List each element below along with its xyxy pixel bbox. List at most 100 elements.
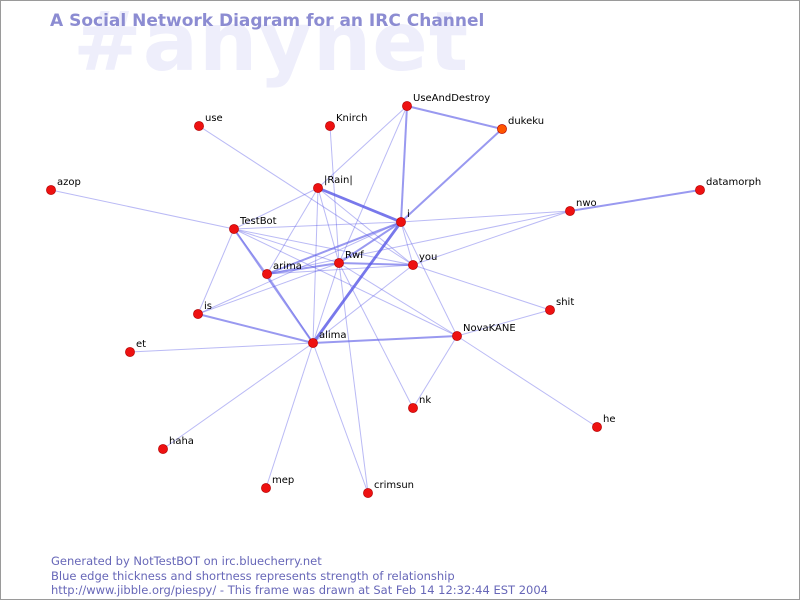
edge-i-testbot	[233, 221, 402, 230]
node-label: you	[419, 252, 437, 263]
edge-useanddestroy-rwf	[338, 105, 408, 264]
node-label: use	[205, 113, 223, 124]
node-label: dukeku	[508, 116, 544, 127]
node-label: nwo	[576, 198, 597, 209]
edge-rwf-is	[197, 262, 340, 315]
node-novakane[interactable]: NovaKANE	[452, 323, 516, 341]
node-layer: UseAndDestroy dukeku use Knirch azop |Rain| da…	[46, 93, 761, 498]
node-dot[interactable]	[334, 258, 344, 268]
node-label: crimsun	[374, 480, 414, 491]
edge-layer	[50, 105, 701, 494]
edge-you-alima	[312, 264, 414, 344]
node-azop[interactable]: azop	[46, 177, 81, 195]
edge-rwf-you	[338, 262, 414, 266]
edge-alima-haha	[162, 342, 314, 450]
node-dot[interactable]	[545, 305, 555, 315]
edge-alima-novakane	[312, 335, 458, 344]
node-you[interactable]: you	[408, 252, 437, 270]
node-dot[interactable]	[229, 224, 239, 234]
node-dot[interactable]	[402, 101, 412, 111]
edge-azop-testbot	[50, 189, 235, 230]
edge-i-is	[197, 221, 402, 315]
edge-rwf-arima	[266, 262, 340, 275]
edge-rain-alima	[312, 187, 319, 344]
node-knirch[interactable]: Knirch	[325, 113, 367, 131]
node-dot[interactable]	[695, 185, 705, 195]
node-label: Rwf	[345, 250, 364, 261]
edge-arima-you	[266, 264, 414, 275]
node-dot[interactable]	[497, 124, 507, 134]
node-use[interactable]: use	[194, 113, 223, 131]
edge-testbot-you	[233, 228, 414, 266]
edge-datamorph-nwo	[569, 189, 701, 212]
footer: Generated by NotTestBOT on irc.bluecherr…	[51, 554, 548, 598]
node-useanddestroy[interactable]: UseAndDestroy	[402, 93, 490, 111]
edge-rwf-alima	[312, 262, 340, 344]
node-dot[interactable]	[194, 121, 204, 131]
node-dot[interactable]	[261, 483, 271, 493]
node-label: et	[136, 339, 146, 350]
edge-testbot-alima	[233, 228, 314, 344]
footer-legend-note: Blue edge thickness and shortness repres…	[51, 568, 455, 583]
node-mep[interactable]: mep	[261, 475, 294, 493]
node-dot[interactable]	[313, 183, 323, 193]
edge-testbot-novakane	[233, 228, 458, 337]
edge-useanddestroy-i	[400, 105, 408, 223]
edge-novakane-shit	[456, 309, 551, 337]
node-rain[interactable]: |Rain|	[313, 175, 353, 193]
node-he[interactable]: he	[592, 414, 616, 432]
footer-url-timestamp[interactable]: http://www.jibble.org/piespy/ - This fra…	[51, 583, 548, 597]
node-label: azop	[57, 177, 81, 188]
node-rwf[interactable]: Rwf	[334, 250, 364, 268]
edge-alima-et	[129, 342, 314, 353]
edge-rain-you	[317, 187, 414, 266]
node-dot[interactable]	[408, 260, 418, 270]
node-label: Knirch	[336, 113, 367, 124]
node-nwo[interactable]: nwo	[565, 198, 597, 216]
node-dot[interactable]	[408, 403, 418, 413]
edge-novakane-he	[456, 335, 598, 428]
node-is[interactable]: is	[193, 301, 212, 319]
node-dot[interactable]	[308, 338, 318, 348]
node-nk[interactable]: nk	[408, 395, 431, 413]
node-dot[interactable]	[262, 269, 272, 279]
edge-i-alima	[311, 221, 403, 344]
node-dot[interactable]	[396, 217, 406, 227]
node-arima[interactable]: arima	[262, 261, 302, 279]
node-label: mep	[272, 475, 294, 486]
edge-dukeku-i	[400, 128, 503, 223]
node-dot[interactable]	[125, 347, 135, 357]
node-dukeku[interactable]: dukeku	[497, 116, 544, 134]
edge-rain-rwf	[317, 187, 340, 264]
node-dot[interactable]	[158, 444, 168, 454]
node-dot[interactable]	[363, 488, 373, 498]
node-i[interactable]: i	[396, 209, 410, 227]
edge-arima-alima	[266, 273, 314, 344]
node-label: is	[204, 301, 212, 312]
node-dot[interactable]	[46, 185, 56, 195]
node-dot[interactable]	[325, 121, 335, 131]
node-dot[interactable]	[592, 422, 602, 432]
edge-i-arima	[266, 221, 402, 275]
node-alima[interactable]: alima	[308, 330, 347, 348]
node-label: datamorph	[706, 177, 761, 188]
node-dot[interactable]	[452, 331, 462, 341]
node-dot[interactable]	[193, 309, 203, 319]
edge-is-alima	[197, 313, 314, 344]
node-label: alima	[319, 330, 347, 341]
node-dot[interactable]	[565, 206, 575, 216]
edge-novakane-nk	[412, 335, 458, 409]
node-shit[interactable]: shit	[545, 297, 574, 315]
node-datamorph[interactable]: datamorph	[695, 177, 761, 195]
node-et[interactable]: et	[125, 339, 146, 357]
edge-i-novakane	[400, 221, 458, 337]
edge-useanddestroy-dukeku	[406, 105, 503, 130]
edge-use-you	[198, 125, 414, 266]
edge-i-you	[400, 221, 414, 266]
edge-alima-crimsun	[312, 342, 369, 494]
node-testbot[interactable]: TestBot	[229, 216, 277, 234]
node-haha[interactable]: haha	[158, 436, 194, 454]
node-crimsun[interactable]: crimsun	[363, 480, 414, 498]
